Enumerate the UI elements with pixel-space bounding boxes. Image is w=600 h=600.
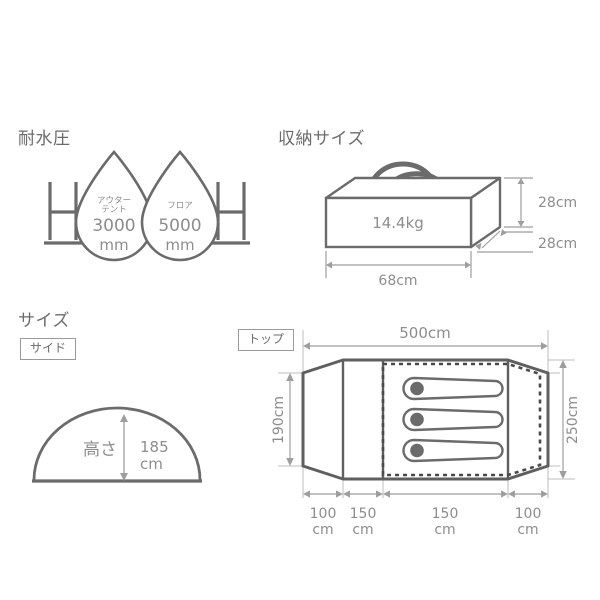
storage-size-heading: 収納サイズ — [278, 129, 365, 149]
storage-width-label: 68cm — [378, 273, 417, 289]
top-inner-depth-dimension: 190cm — [271, 373, 294, 466]
storage-height-dimension: 28cm — [504, 177, 577, 228]
droplet-1-unit: mm — [165, 236, 194, 254]
droplet-outer-tent — [74, 150, 154, 262]
segment-1-value: 150 — [350, 506, 377, 522]
storage-width-dimension: 68cm — [325, 251, 472, 289]
side-height-unit: cm — [140, 455, 163, 473]
side-view-diagram: 高さ 185 cm — [32, 406, 202, 483]
storage-size-diagram: 14.4kg 28cm 28cm — [324, 161, 577, 289]
droplet-0-value: 3000 — [92, 216, 135, 236]
segment-2-unit: cm — [434, 522, 455, 538]
storage-bag-box — [324, 176, 502, 249]
sleeping-area-outline — [381, 362, 542, 477]
storage-weight-label: 14.4kg — [372, 214, 424, 232]
side-height-value: 185 — [140, 438, 169, 456]
water-resistance-heading: 耐水圧 — [18, 129, 71, 149]
top-total-width-dimension: 500cm — [303, 324, 548, 350]
top-view-diagram: 500cm — [271, 324, 581, 538]
droplet-0-unit: mm — [99, 236, 128, 254]
segment-3-value: 100 — [515, 506, 542, 522]
top-segment-dimensions: 100 cm 150 cm 150 cm — [303, 490, 548, 538]
droplet-floor — [140, 150, 220, 262]
occupant-figure — [402, 376, 504, 401]
side-height-dimension: 185 cm — [120, 414, 169, 481]
segment-0-unit: cm — [312, 522, 333, 538]
droplet-0-name-line1: アウター — [97, 196, 131, 206]
segment-dimension: 100 cm — [508, 490, 548, 538]
segment-0-value: 100 — [310, 506, 337, 522]
segment-1-unit: cm — [352, 522, 373, 538]
top-total-width-label: 500cm — [399, 324, 451, 342]
side-view-tag: サイド — [20, 338, 77, 361]
storage-depth-dimension: 28cm — [475, 229, 577, 253]
top-total-depth-dimension: 250cm — [548, 359, 581, 480]
segment-dimension: 150 cm — [383, 490, 508, 538]
segment-dimension: 150 cm — [343, 490, 383, 538]
storage-depth-label: 28cm — [538, 236, 577, 252]
segment-3-unit: cm — [517, 522, 538, 538]
storage-height-label: 28cm — [538, 195, 577, 211]
occupant-figure — [402, 407, 504, 432]
segment-2-value: 150 — [432, 506, 459, 522]
occupant-figure — [402, 438, 504, 463]
water-resistance-diagram: アウター テント 3000 mm フロア 5000 mm — [44, 150, 250, 262]
top-inner-depth-label: 190cm — [271, 396, 287, 444]
droplet-1-value: 5000 — [158, 216, 201, 236]
size-heading: サイズ — [18, 311, 70, 331]
droplet-1-name-line1: フロア — [167, 201, 193, 211]
droplet-0-name-line2: テント — [101, 205, 127, 215]
side-height-text-label: 高さ — [83, 440, 117, 460]
top-view-tag: トップ — [238, 329, 295, 352]
top-total-depth-label: 250cm — [565, 396, 581, 444]
segment-dimension: 100 cm — [303, 490, 343, 538]
